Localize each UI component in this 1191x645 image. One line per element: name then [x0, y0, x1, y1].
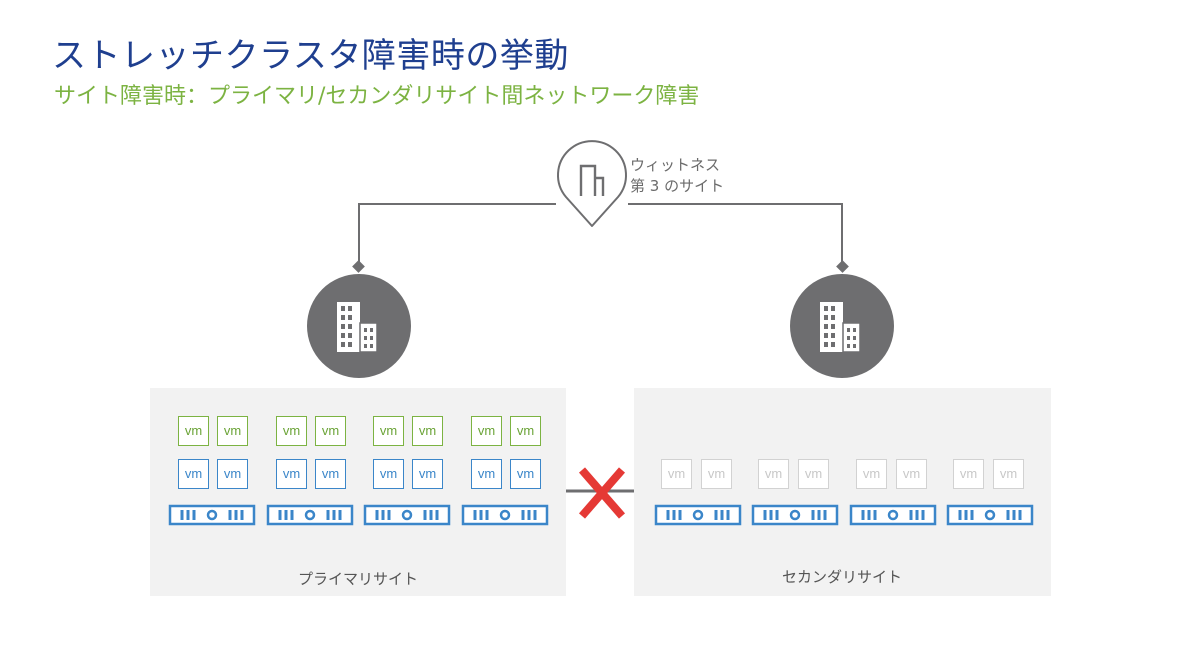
vm-box: vm	[953, 459, 984, 489]
vm-box: vm	[510, 459, 541, 489]
vm-box: vm	[798, 459, 829, 489]
witness-sublabel: 第 3 のサイト	[630, 177, 725, 195]
vm-box: vm	[373, 459, 404, 489]
witness-label: ウィットネス	[630, 156, 721, 174]
vm-box: vm	[276, 459, 307, 489]
location-pin-building-icon	[557, 140, 627, 227]
vm-box: vm	[993, 459, 1024, 489]
witness-link-secondary	[628, 203, 843, 266]
vm-box: vm	[217, 459, 248, 489]
vm-box: vm	[471, 416, 502, 446]
host-server	[363, 504, 451, 526]
page-subtitle: サイト障害時：プライマリ/セカンダリサイト間ネットワーク障害	[54, 84, 700, 109]
vm-box: vm	[471, 459, 502, 489]
host-server	[168, 504, 256, 526]
primary-site-label: プライマリサイト	[297, 570, 418, 588]
vm-box: vm	[217, 416, 248, 446]
red-x-icon	[578, 467, 626, 519]
witness-links	[358, 203, 843, 266]
secondary-office-building-icon	[790, 274, 894, 378]
host-server	[751, 504, 839, 526]
page-title: ストレッチクラスタ障害時の挙動	[52, 36, 569, 76]
witness-link-primary	[358, 203, 556, 266]
host-server	[461, 504, 549, 526]
vm-box: vm	[315, 416, 346, 446]
vm-box: vm	[315, 459, 346, 489]
primary-link-node	[352, 260, 365, 273]
host-server	[946, 504, 1034, 526]
host-server	[266, 504, 354, 526]
vm-box: vm	[758, 459, 789, 489]
secondary-link-node	[836, 260, 849, 273]
host-servers	[168, 504, 1034, 526]
vm-box: vm	[178, 416, 209, 446]
vm-box: vm	[373, 416, 404, 446]
vm-box: vm	[896, 459, 927, 489]
host-server	[654, 504, 742, 526]
vm-box: vm	[276, 416, 307, 446]
secondary-site-label: セカンダリサイト	[781, 568, 902, 586]
vm-box: vm	[178, 459, 209, 489]
primary-office-building-icon	[307, 274, 411, 378]
vm-box: vm	[412, 459, 443, 489]
vm-box: vm	[701, 459, 732, 489]
vm-box: vm	[510, 416, 541, 446]
secondary-site-box	[634, 388, 1051, 596]
vm-box: vm	[412, 416, 443, 446]
vm-box: vm	[661, 459, 692, 489]
host-server	[849, 504, 937, 526]
vm-box: vm	[856, 459, 887, 489]
